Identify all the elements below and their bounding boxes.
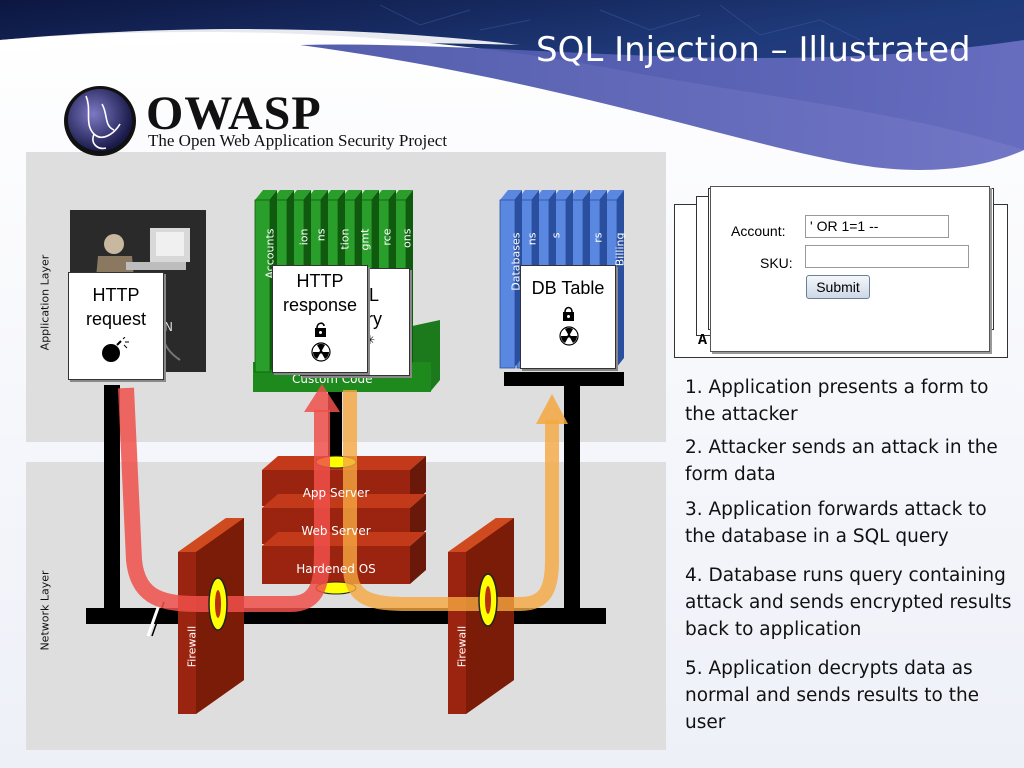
db-book-spine-top: [534, 190, 556, 200]
server-web-label: Web Server: [301, 524, 371, 538]
step-4: 4. Database runs query containing attack…: [685, 565, 1012, 640]
bomb-spark-icon: ✳: [365, 333, 376, 347]
sql-query-fragment-2: ry: [367, 309, 382, 329]
http-request-box: HTTP request: [68, 272, 164, 380]
http-response-label: HTTP response: [282, 271, 358, 315]
slide-title: SQL Injection – Illustrated: [536, 30, 971, 70]
db-book-spine-top: [602, 190, 624, 200]
db-table-label: DB Table: [531, 278, 605, 298]
submit-button[interactable]: Submit: [806, 275, 870, 299]
server-os-label: Hardened OS: [296, 562, 376, 576]
http-request-label: HTTP request: [85, 285, 147, 329]
db-book-spine-top: [568, 190, 590, 200]
app-book-spine-top: [374, 190, 396, 200]
db-book-spine: [499, 199, 516, 369]
sku-label: SKU:: [760, 255, 793, 271]
db-book-spine-top: [500, 190, 522, 200]
app-book-spine-top: [357, 190, 379, 200]
owasp-logo-icon: [64, 86, 136, 156]
owasp-subtitle: The Open Web Application Security Projec…: [148, 131, 448, 150]
application-layer-label: Application Layer: [38, 254, 52, 351]
form-stack-letter: A: [698, 332, 708, 349]
wire-break-mark: [146, 601, 162, 637]
db-book-spine-top: [585, 190, 607, 200]
app-book-spine-top: [340, 190, 362, 200]
db-radiation-icon: [559, 326, 579, 351]
attacker-photo-text: N: [164, 320, 173, 334]
db-book-spine-top: [517, 190, 539, 200]
http-response-box: HTTP response: [272, 265, 368, 373]
step-1: 1. Application presents a form to the at…: [685, 377, 989, 425]
locked-padlock-icon: [561, 304, 577, 327]
app-book-spine: [254, 199, 271, 373]
sql-query-fragment-1: L: [369, 285, 380, 305]
db-table-box: DB Table: [520, 265, 616, 369]
firewall-left-label: Firewall: [185, 625, 199, 668]
app-book-spine-top: [323, 190, 345, 200]
account-label: Account:: [731, 223, 786, 239]
sku-input[interactable]: [805, 245, 969, 268]
owasp-wordmark: OWASP: [146, 87, 322, 140]
server-app-label: App Server: [302, 486, 370, 500]
form-panel: [710, 186, 990, 352]
attack-flow-arrow: [118, 387, 330, 612]
app-book-spine-top: [391, 190, 413, 200]
db-book-spine-top: [551, 190, 573, 200]
network-layer-label: Network Layer: [38, 570, 52, 651]
account-input[interactable]: ' OR 1=1 --: [805, 215, 949, 238]
step-3: 3. Application forwards attack to the da…: [685, 499, 987, 547]
response-flow-arrow: [343, 390, 559, 611]
unlocked-padlock-icon: [313, 320, 329, 343]
step-5: 5. Application decrypts data as normal a…: [685, 658, 980, 733]
firewall-right-label: Firewall: [455, 625, 469, 668]
app-book-spine-top: [306, 190, 328, 200]
bomb-icon: [99, 335, 133, 370]
db-book-spine-side: [616, 190, 624, 368]
app-book-spine-top: [289, 190, 311, 200]
step-2: 2. Attacker sends an attack in the form …: [685, 437, 998, 485]
radiation-icon: [311, 342, 331, 367]
app-book-spine-top: [255, 190, 277, 200]
app-book-spine-top: [272, 190, 294, 200]
